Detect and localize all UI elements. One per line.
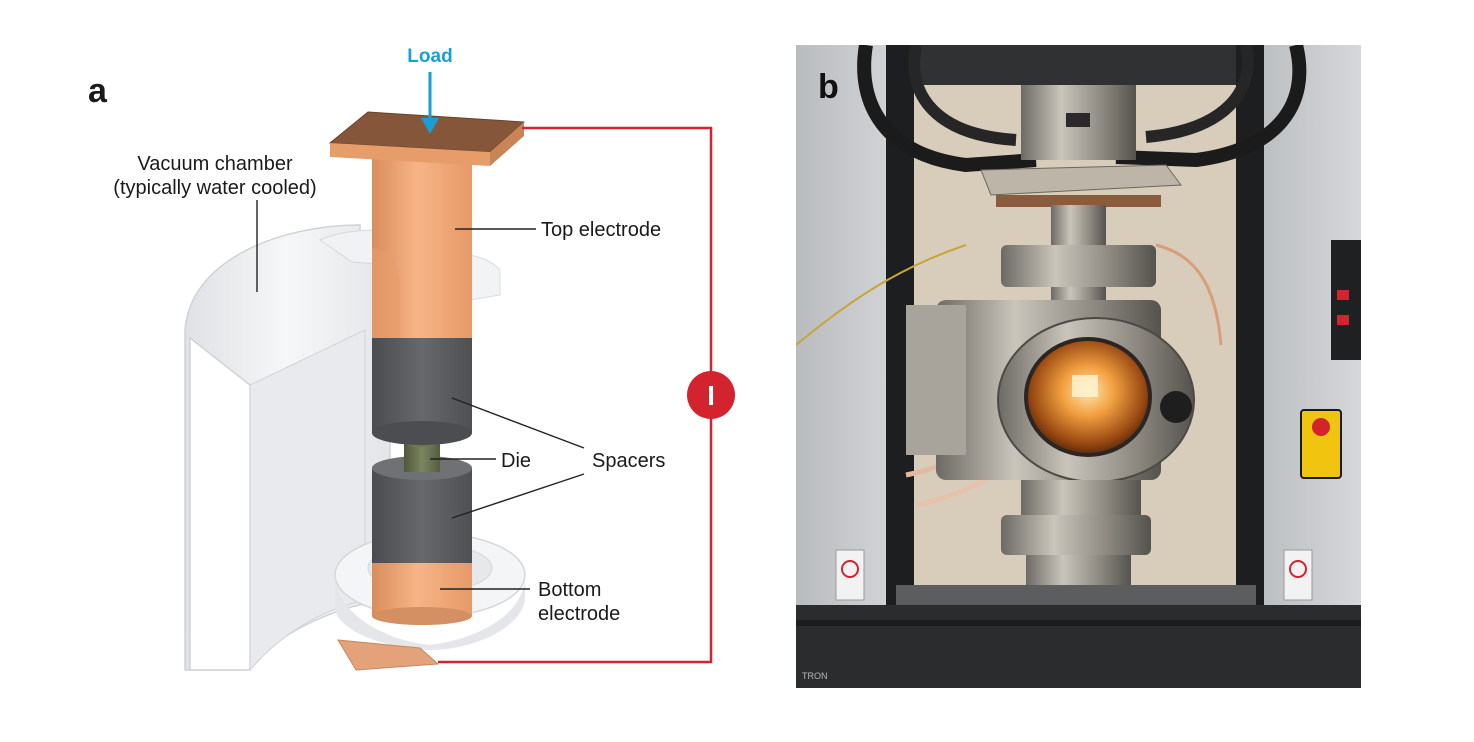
machine-decal-text: TRON [802, 671, 828, 681]
top-electrode-label: Top electrode [541, 219, 661, 241]
current-source-icon: I [687, 371, 735, 419]
sps-schematic: I Load Vacuum chamber (typically water c… [0, 0, 790, 742]
panel-b-letter: b [818, 68, 839, 107]
top-electrode [372, 150, 472, 338]
spacers-label: Spacers [592, 450, 665, 472]
panel-a-letter: a [88, 72, 107, 111]
lower-spacer [372, 456, 472, 563]
die-label: Die [501, 450, 531, 472]
vacuum-chamber-label-line2: (typically water cooled) [113, 177, 316, 199]
upper-spacer [372, 335, 472, 445]
bottom-electrode-label-line1: Bottom [538, 579, 601, 601]
sps-machine-photo: TRON [796, 45, 1361, 688]
vacuum-chamber-label-line1: Vacuum chamber [137, 153, 293, 175]
bottom-electrode [372, 560, 472, 625]
load-label: Load [407, 46, 452, 67]
vacuum-chamber [185, 225, 525, 670]
current-symbol-label: I [707, 380, 715, 411]
bottom-electrode-label-line2: electrode [538, 603, 620, 625]
